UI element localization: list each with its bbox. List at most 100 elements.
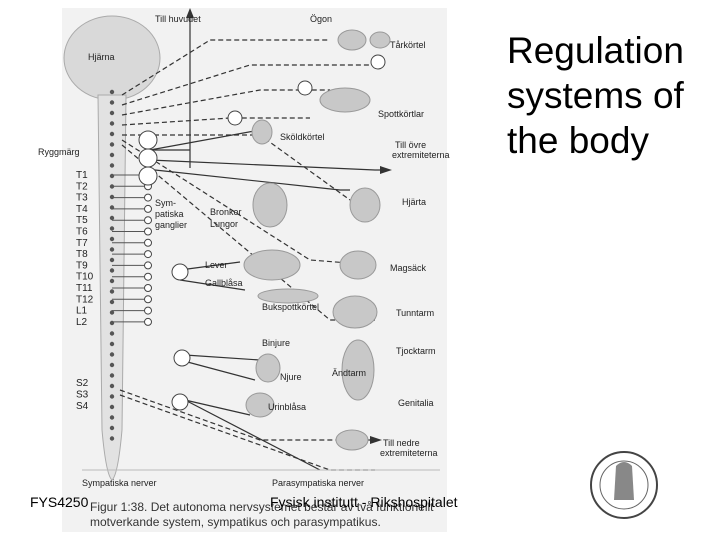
liver-shape <box>243 249 301 281</box>
cord-dot <box>109 383 115 389</box>
label-tarkortel: Tårkörtel <box>390 40 426 50</box>
segment-label: L1 <box>76 306 88 317</box>
ganglion-node <box>144 295 152 304</box>
arrow-lower-extremities <box>370 436 382 444</box>
ganglion-circles <box>138 54 386 411</box>
label-till-ovre-2: extremiteterna <box>392 150 450 160</box>
colon-shape <box>341 339 375 401</box>
label-spottkortlar: Spottkörtlar <box>378 109 424 119</box>
cord-dot <box>109 215 115 221</box>
ganglion-node <box>144 317 152 326</box>
ganglia-label-1: Sym- <box>155 198 176 208</box>
sacral-label: S4 <box>76 401 89 412</box>
thyroid-shape <box>251 119 273 145</box>
figure-caption-line2: motverkande system, sympatikus och paras… <box>90 515 381 529</box>
heart-shape <box>349 187 381 223</box>
university-seal <box>590 451 658 519</box>
cord-dot <box>109 289 115 294</box>
brain-label: Hjärna <box>88 52 115 62</box>
sacral-label: S2 <box>76 378 89 389</box>
cord-dot <box>109 436 115 441</box>
cord-dot <box>109 131 115 137</box>
seal-figure-icon <box>614 462 634 500</box>
segment-label: T4 <box>76 204 88 215</box>
label-bronker: Bronker <box>210 207 242 217</box>
label-till-nedre-2: extremiteterna <box>380 448 438 458</box>
label-gallblasa: Gallblåsa <box>205 278 243 288</box>
label-genitalia: Genitalia <box>398 398 434 408</box>
footer-institution: Fysisk institutt - Rikshospitalet <box>270 494 458 510</box>
cord-dot <box>109 247 115 252</box>
segment-label: T2 <box>76 181 88 192</box>
segment-label: T9 <box>76 260 88 271</box>
label-till-ovre-1: Till övre <box>395 140 426 150</box>
arrow-upper-extremities <box>380 166 392 174</box>
cord-dot <box>109 278 115 284</box>
bladder-shape <box>245 392 275 418</box>
cord-dot <box>109 373 115 378</box>
cord-dot <box>109 299 115 305</box>
lung-shape <box>252 182 288 228</box>
segment-label: T7 <box>76 238 88 249</box>
ganglion-node <box>144 261 152 270</box>
cord-dot <box>109 394 115 399</box>
cord-dot <box>109 404 115 410</box>
slide-title: Regulation systems of the body <box>507 30 684 161</box>
ganglion-node <box>144 272 152 281</box>
label-andtarm: Ändtarm <box>332 368 366 378</box>
label-njure: Njure <box>280 372 302 382</box>
organ-shapes <box>243 29 391 451</box>
stomach-shape <box>339 250 377 280</box>
ganglia-label-2: patiska <box>155 209 184 219</box>
cord-dot <box>109 268 115 273</box>
intestine-shape <box>332 295 378 329</box>
cord-dot <box>109 425 115 431</box>
cord-dot <box>109 173 115 179</box>
cord-dot <box>109 110 115 116</box>
cord-dot <box>109 236 115 242</box>
ganglion-node <box>144 284 152 292</box>
ganglion-node <box>144 227 152 236</box>
label-till-huvudet: Till huvudet <box>155 14 201 24</box>
segment-label: T12 <box>76 294 94 305</box>
segment-label: T11 <box>76 283 93 294</box>
ganglion-node <box>144 193 152 202</box>
segment-label: T1 <box>76 170 88 181</box>
segment-label: T5 <box>76 215 88 226</box>
genitalia-shape <box>335 429 369 451</box>
cord-dot <box>109 163 115 168</box>
label-tunntarm: Tunntarm <box>396 308 434 318</box>
cord-dot <box>109 257 115 263</box>
segment-label: T3 <box>76 193 88 204</box>
footer-course-code: FYS4250 <box>30 494 89 510</box>
label-tjocktarm: Tjocktarm <box>396 346 436 356</box>
legend-sympathetic: Sympatiska nerver <box>82 478 157 488</box>
cord-dot <box>109 226 115 231</box>
segment-label: T6 <box>76 227 88 238</box>
cord-dot <box>109 142 115 147</box>
cord-dot <box>109 152 115 158</box>
label-binjure: Binjure <box>262 338 290 348</box>
ganglion-node <box>144 238 152 247</box>
segment-label: T10 <box>76 272 94 283</box>
label-bukspottkortel: Bukspottkörtel <box>262 302 319 312</box>
label-magsack: Magsäck <box>390 263 427 273</box>
label-skoldkortel: Sköldkörtel <box>280 132 325 142</box>
spinal-cord-label: Ryggmärg <box>38 147 80 157</box>
sacral-label: S3 <box>76 390 89 401</box>
salivary-shape <box>319 87 371 113</box>
label-till-nedre-1: Till nedre <box>383 438 420 448</box>
ganglia-label-3: ganglier <box>155 220 187 230</box>
label-lungor: Lungor <box>210 219 238 229</box>
figure-caption-line1: Figur 1:38. Det autonoma nervsystemet be… <box>90 500 434 514</box>
cord-dot <box>109 331 115 336</box>
ganglion-node <box>144 250 152 259</box>
segment-label: T8 <box>76 249 88 260</box>
lacrimal-shape <box>369 31 391 49</box>
cord-dot <box>109 89 115 95</box>
pancreas-shape <box>257 288 319 304</box>
cord-dot <box>109 310 115 315</box>
ganglion-node <box>144 216 152 225</box>
